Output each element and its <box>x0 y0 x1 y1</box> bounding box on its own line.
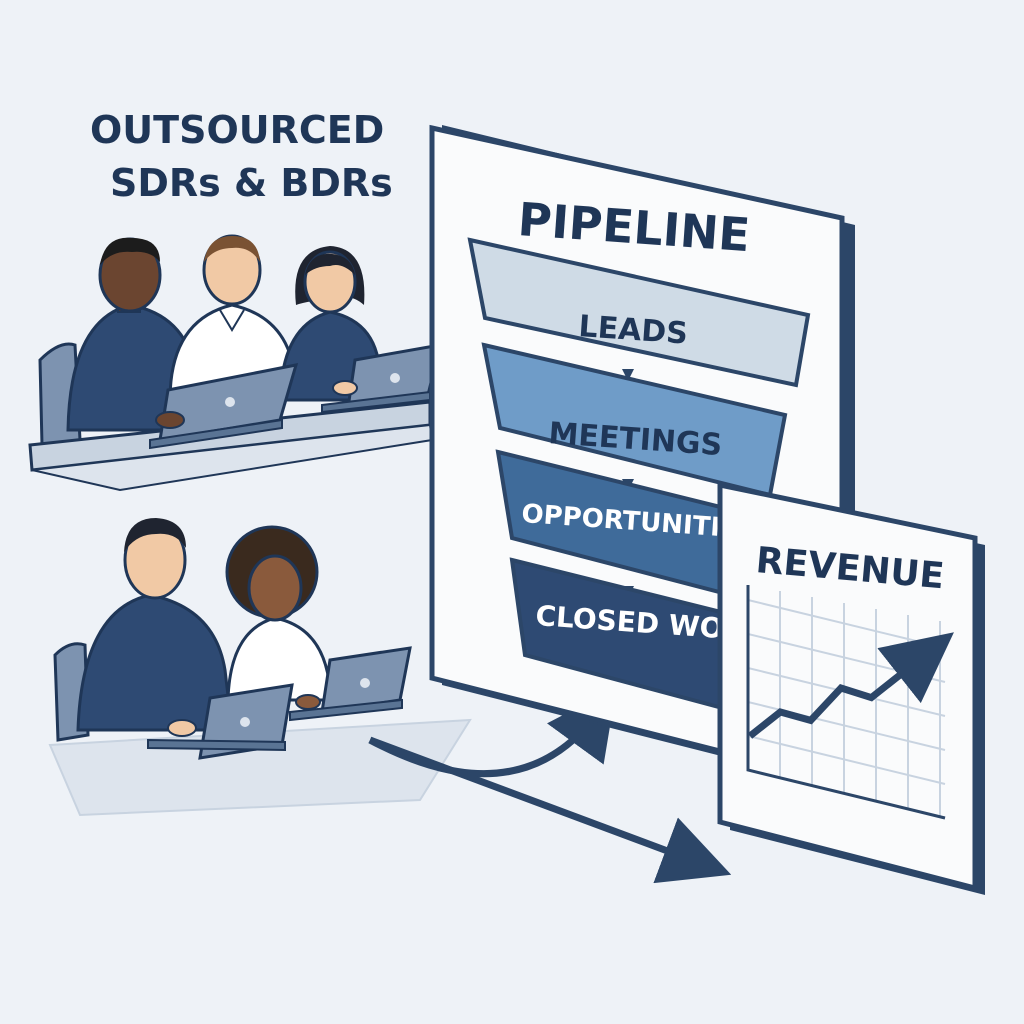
team-title-line1: OUTSOURCED <box>90 108 384 152</box>
funnel-stage-label: LEADS <box>577 309 689 352</box>
team-title-line2: SDRs & BDRs <box>110 161 393 205</box>
laptop <box>289 646 412 722</box>
funnel-connector <box>622 369 634 381</box>
top-team-group <box>28 234 442 492</box>
funnel-stage <box>467 237 811 388</box>
revenue-board: REVENUE <box>717 481 985 895</box>
person <box>76 518 234 732</box>
revenue-trend-line <box>747 632 954 739</box>
straight-arrow <box>368 736 732 884</box>
person <box>225 525 332 702</box>
laptop <box>147 683 294 760</box>
grid-line <box>747 735 946 785</box>
bottom-team-group <box>48 518 472 817</box>
revenue-axis <box>746 585 946 820</box>
laptop <box>321 343 442 414</box>
